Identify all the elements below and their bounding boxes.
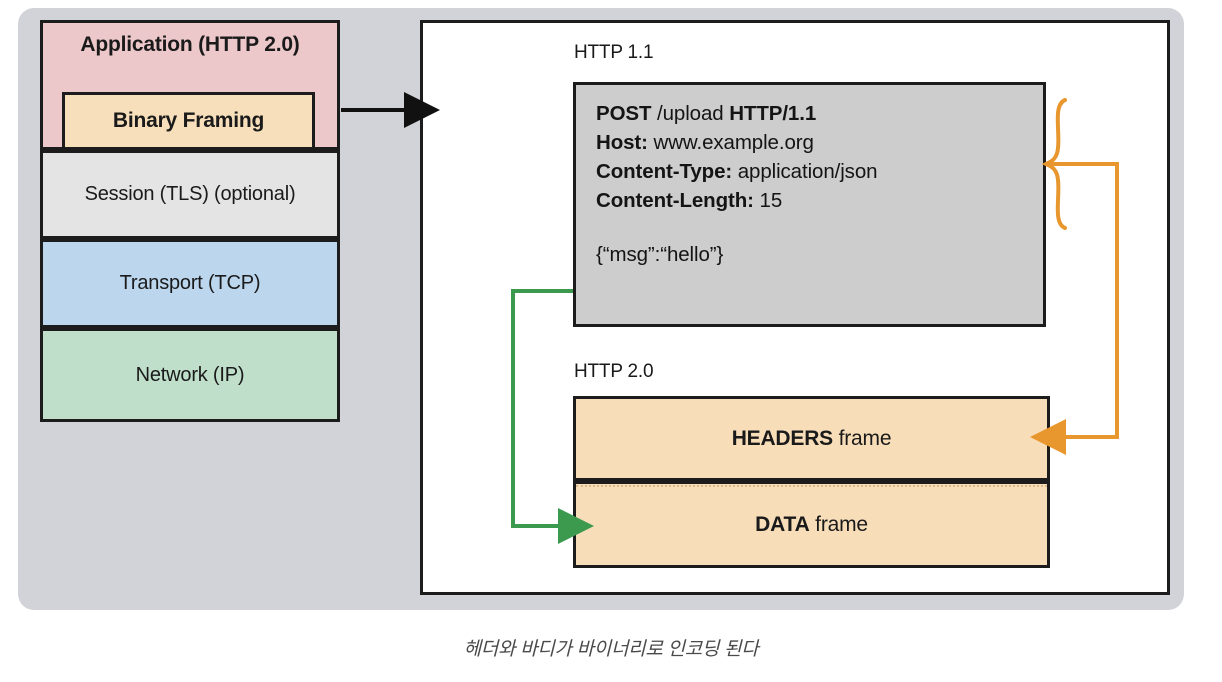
layer-session: Session (TLS) (optional) [40, 150, 340, 239]
http20-data-frame-name: DATA [755, 512, 810, 536]
http11-header-content-length-name: Content-Length: [596, 189, 754, 212]
http20-data-frame-label: DATA frame [755, 513, 868, 537]
http11-message-box: POST /upload HTTP/1.1 Host: www.example.… [573, 82, 1046, 327]
http20-headers-frame-suffix: frame [832, 426, 892, 450]
http11-caption: HTTP 1.1 [574, 42, 654, 63]
layer-transport: Transport (TCP) [40, 239, 340, 328]
http11-version: HTTP/1.1 [729, 102, 817, 125]
http20-headers-frame-name: HEADERS [731, 426, 833, 450]
http11-header-host-name: Host: [596, 131, 648, 154]
http11-method: POST [596, 102, 652, 125]
http11-header-content-length: Content-Length: 15 [596, 186, 1043, 215]
layer-application-label: Application (HTTP 2.0) [80, 33, 300, 56]
http11-header-content-type: Content-Type: application/json [596, 157, 1043, 186]
layer-binary-framing: Binary Framing [62, 92, 315, 150]
figure-caption: 헤더와 바디가 바이너리로 인코딩 된다 [463, 639, 759, 660]
layer-network: Network (IP) [40, 328, 340, 422]
http11-header-host-value: www.example.org [653, 131, 814, 154]
layer-session-label: Session (TLS) (optional) [84, 183, 296, 205]
http11-header-host: Host: www.example.org [596, 128, 1043, 157]
http11-header-content-length-value: 15 [759, 189, 783, 212]
http11-body: {“msg”:“hello”} [596, 243, 724, 266]
http20-data-frame-suffix: frame [809, 512, 868, 536]
http20-caption: HTTP 2.0 [574, 361, 654, 382]
http11-header-content-type-name: Content-Type: [596, 160, 733, 183]
http11-request-line: POST /upload HTTP/1.1 [596, 99, 1043, 128]
layer-network-label: Network (IP) [135, 363, 245, 386]
http20-headers-frame: HEADERS frame [573, 396, 1050, 481]
http20-data-frame: DATA frame [573, 481, 1050, 568]
http11-header-content-type-value: application/json [737, 160, 878, 183]
layer-binary-framing-label: Binary Framing [112, 109, 265, 132]
http11-path: /upload [657, 102, 724, 125]
http20-headers-frame-label: HEADERS frame [732, 427, 892, 451]
frame-dotted-separator [576, 485, 1047, 487]
http11-blank-line [596, 215, 1043, 243]
layer-transport-label: Transport (TCP) [119, 272, 261, 294]
